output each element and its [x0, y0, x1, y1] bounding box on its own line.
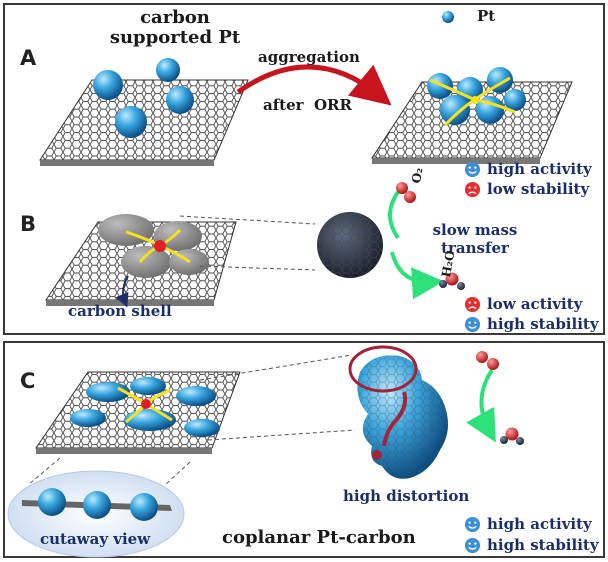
panel-b-status-activity: low activity — [464, 295, 582, 313]
panel-a-status-activity-label: high activity — [487, 160, 592, 178]
zoom-line-b-bottom — [199, 265, 316, 271]
arrow-label-bottom: after ORR — [263, 96, 352, 114]
panel-b-status-activity-label: low activity — [487, 295, 583, 313]
panel-c-status-activity: high activity — [464, 515, 592, 533]
zoom-line-c-bottom — [207, 429, 356, 441]
happy-face-icon — [464, 516, 481, 532]
carbon-shell-label: carbon shell — [68, 302, 172, 320]
h2o-molecule-c — [500, 427, 524, 445]
panel-a-title: carbon supported Pt — [100, 8, 250, 48]
happy-face-icon — [464, 316, 481, 332]
pt-aggregate-a-right — [427, 67, 526, 127]
cutaway-view-oval — [7, 470, 185, 558]
distorted-pt-cluster — [348, 345, 448, 479]
mass-transfer-arrow-c — [466, 368, 496, 443]
zoom-line-cutaway-right — [164, 461, 191, 486]
panel-c-status-stability: high stability — [464, 536, 599, 554]
mass-transfer-arrow-in — [388, 190, 400, 240]
panel-a-title-line2: supported Pt — [109, 27, 241, 48]
arrow-label-top: aggregation — [258, 48, 360, 66]
zoom-line-c-top — [199, 354, 353, 381]
pt-legend-label: Pt — [477, 7, 496, 25]
happy-face-icon — [464, 161, 481, 177]
panel-a-status-stability: low stability — [464, 180, 589, 198]
sad-face-icon — [464, 296, 481, 312]
h2o-molecule-b — [439, 272, 465, 290]
panel-a-letter: A — [20, 46, 37, 70]
panel-a-status-activity: high activity — [464, 160, 592, 178]
high-distortion-label: high distortion — [343, 487, 470, 505]
carbon-shell-sphere — [317, 212, 383, 278]
pt-legend-icon — [442, 11, 454, 23]
slow-mass-line2: transfer — [441, 239, 509, 257]
o2-molecule-c — [476, 351, 499, 370]
aggregation-arrow — [236, 64, 392, 106]
panel-c-letter: C — [20, 369, 36, 393]
slow-mass-line1: slow mass — [432, 221, 518, 239]
cutaway-view-label: cutaway view — [40, 530, 151, 548]
panel-c-status-stability-label: high stability — [487, 536, 599, 554]
mass-transfer-arrow-out — [390, 251, 444, 300]
zoom-line-b-top — [179, 215, 316, 225]
o2-label: O₂ — [409, 166, 426, 185]
pt-clusters-a-left — [93, 58, 194, 138]
slow-mass-transfer-label: slow mass transfer — [425, 221, 525, 257]
sad-face-icon — [464, 181, 481, 197]
panel-a-title-line1: carbon — [140, 7, 210, 28]
panel-a-status-stability-label: low stability — [487, 180, 590, 198]
happy-face-icon — [464, 537, 481, 553]
carbon-shell-pointer — [115, 275, 129, 308]
o2-molecule-b — [396, 182, 416, 203]
panel-c-status-activity-label: high activity — [487, 515, 592, 533]
coplanar-pt-islands — [70, 377, 220, 437]
panel-b-letter: B — [20, 212, 37, 236]
panel-b-status-stability-label: high stability — [487, 315, 599, 333]
carbon-shell-particles — [98, 214, 209, 278]
panel-b-status-stability: high stability — [464, 315, 599, 333]
coplanar-pt-carbon-label: coplanar Pt-carbon — [222, 527, 416, 548]
